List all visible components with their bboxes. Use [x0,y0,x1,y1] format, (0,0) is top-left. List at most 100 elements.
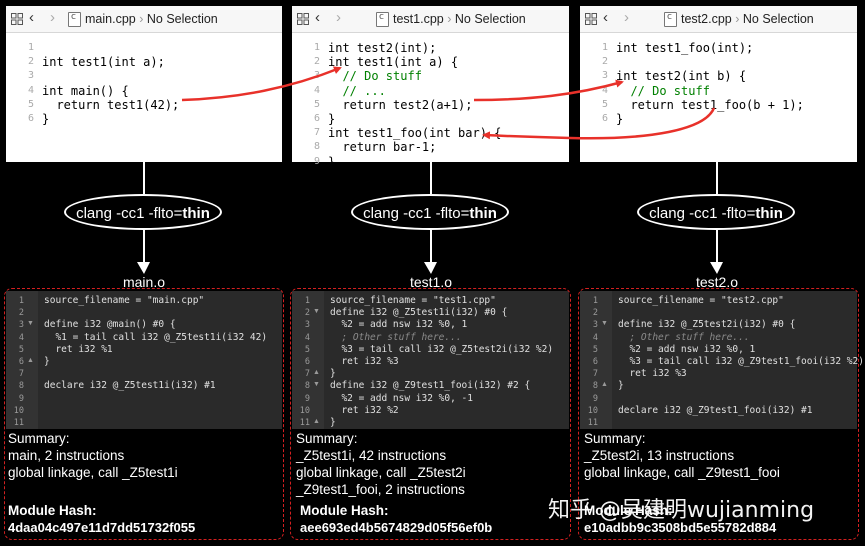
line-number: 7 [304,369,310,380]
module-hash-title: Module Hash: [584,503,673,518]
line-number: 4 [592,332,598,343]
file-name[interactable]: test1.cpp [393,12,444,26]
call-arrow-test1-to-test2 [473,79,624,102]
fold-up-icon[interactable]: ▲ [313,418,320,425]
back-arrow-icon[interactable]: ‹ [29,9,34,26]
module-hash-title: Module Hash: [300,503,389,518]
module-hash: 4daa04c497e11d7dd51732f055 [8,520,196,535]
ir-line: define i32 @_Z5test1i(i32) #0 { [330,307,508,319]
line-number: 5 [304,344,310,355]
editor-jump-bar: ‹ › test1.cpp › No Selection [292,6,569,33]
forward-arrow-icon[interactable]: › [50,9,55,26]
line-number: 2 [313,56,320,68]
fold-down-icon[interactable]: ▼ [313,381,320,389]
fold-down-icon[interactable]: ▼ [601,320,608,328]
line-number: 1 [592,296,598,306]
forward-arrow-icon[interactable]: › [336,9,341,26]
ir-line: } [330,417,336,428]
selection-label[interactable]: No Selection [146,12,218,26]
breadcrumb[interactable]: main.cpp › No Selection [85,12,218,26]
ir-line: %3 = tail call i32 @_Z9test1_fooi(i32 %2… [618,356,864,367]
line-number: 3 [601,70,608,82]
code-line: int test2(int); [328,41,437,55]
line-number: 1 [601,42,608,53]
line-gutter [580,291,612,429]
summary-line: Summary: [8,431,70,446]
code-line: } [328,154,336,169]
fold-down-icon[interactable]: ▼ [313,308,320,316]
ir-line: ; Other stuff here... [618,331,750,343]
selection-label[interactable]: No Selection [454,12,526,26]
line-number: 1 [304,296,310,306]
line-number: 5 [601,98,608,110]
fold-up-icon[interactable]: ▲ [313,369,320,377]
connector-line [716,162,718,194]
line-number: 7 [18,369,24,380]
clang-command: clang -cc1 -flto= [363,205,470,222]
call-arrow-test2-to-test1-foo [482,107,716,140]
code-line: return test2(a+1); [328,97,473,112]
breadcrumb[interactable]: test2.cpp › No Selection [681,12,814,26]
line-number: 7 [313,127,320,139]
ir-line: define i32 @_Z5test2i(i32) #0 { [618,319,796,331]
line-number: 6 [601,113,608,124]
code-line: int test2(int b) { [616,69,747,84]
grid-icon[interactable] [297,13,309,25]
code-line: } [328,112,336,126]
fold-down-icon[interactable]: ▼ [27,320,34,328]
code-line: int test1(int a) { [328,55,459,70]
summary-main: Summary: main, 2 instructions global lin… [8,430,178,481]
summary-line: _Z5test2i, 13 instructions [584,448,735,463]
line-number: 4 [601,84,608,96]
fold-up-icon[interactable]: ▲ [27,357,34,364]
ir-line: %2 = add nsw i32 %0, -1 [330,392,473,404]
ir-line: ret i32 %3 [618,368,687,380]
grid-icon[interactable] [11,13,23,25]
line-number: 7 [592,369,598,380]
line-number: 3 [18,320,24,331]
summary-line: _Z9test1_fooi, 2 instructions [296,482,465,497]
line-number: 2 [18,308,24,319]
line-number: 9 [592,393,598,404]
editor-jump-bar: ‹ › test2.cpp › No Selection [580,6,857,33]
ir-line: ; Other stuff here... [330,331,462,343]
editor-jump-bar: ‹ › main.cpp › No Selection [6,6,282,33]
code-line: } [616,112,624,126]
line-gutter [6,291,38,429]
line-number: 4 [304,332,310,343]
file-name[interactable]: test2.cpp [681,12,732,26]
connector-line [716,230,718,262]
back-arrow-icon[interactable]: ‹ [315,9,320,26]
back-arrow-icon[interactable]: ‹ [603,9,608,26]
line-number: 4 [27,84,34,96]
line-number: 11 [13,418,24,428]
line-number: 6 [313,113,320,124]
line-number: 11 [299,418,310,428]
line-number: 6 [18,357,24,367]
grid-icon[interactable] [585,13,597,25]
line-number: 3 [27,70,34,82]
summary-line: Summary: [296,431,358,446]
code-line: int test1_foo(int bar) { [328,126,502,141]
selection-label[interactable]: No Selection [742,12,814,26]
fold-up-icon[interactable]: ▲ [601,381,608,389]
watermark: 知乎 @吴建明wujianming [548,498,815,523]
ir-line: %2 = add nsw i32 %0, 1 [618,343,756,355]
chevron-right-icon: › [139,12,144,26]
summary-test2: Summary: _Z5test2i, 13 instructions glob… [584,430,780,481]
ir-line: declare i32 @_Z5test1i(i32) #1 [44,380,216,392]
code-line: } [42,112,50,126]
summary-test1: Summary: _Z5test1i, 42 instructions glob… [296,430,466,498]
forward-arrow-icon[interactable]: › [624,9,629,26]
line-number: 9 [18,393,24,404]
ir-line: } [44,356,50,367]
cpp-file-icon [68,12,81,27]
ir-line: source_filename = "test1.cpp" [330,295,496,306]
ir-line: ret i32 %2 [330,404,399,416]
code-line: int main() { [42,83,129,98]
breadcrumb[interactable]: test1.cpp › No Selection [393,12,526,26]
summary-line: main, 2 instructions [8,448,125,463]
line-number: 2 [601,56,608,68]
file-name[interactable]: main.cpp [85,12,136,26]
